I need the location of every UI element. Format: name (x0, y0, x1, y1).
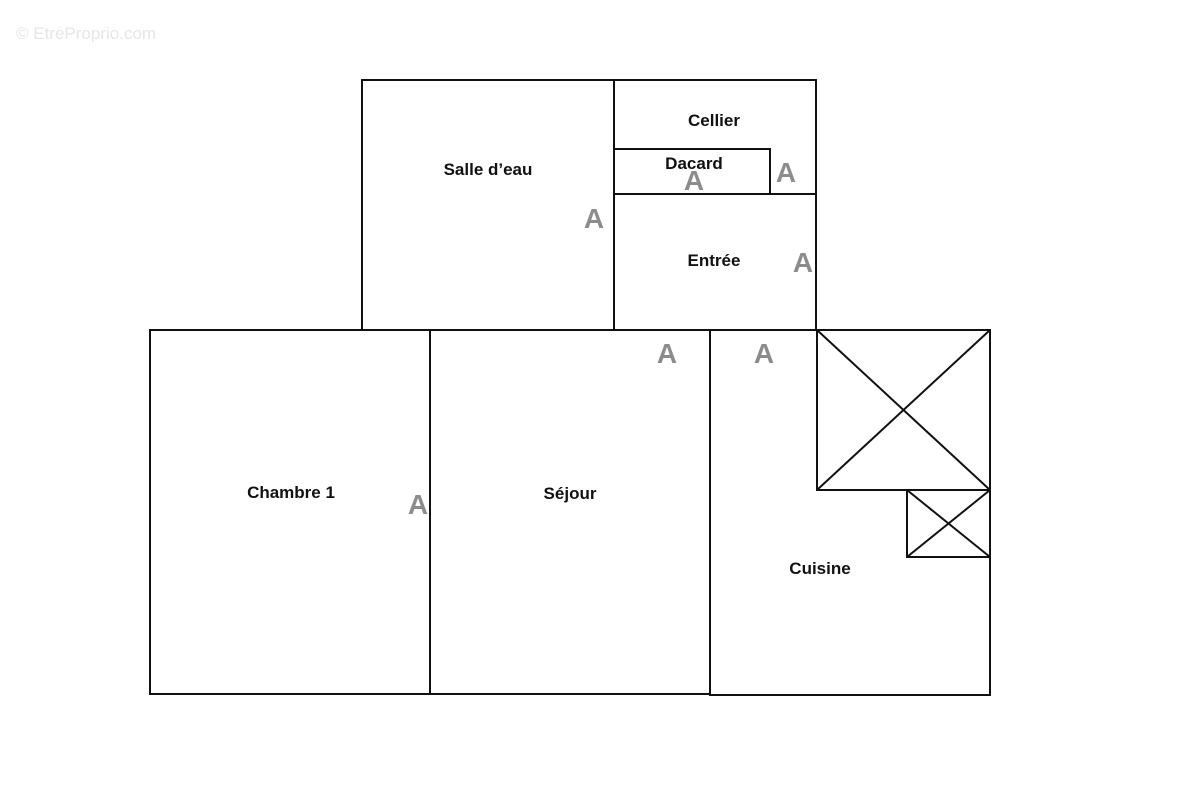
watermark: © EtreProprio.com (16, 24, 157, 43)
label-sejour: Séjour (544, 484, 597, 503)
room-cuisine (709, 329, 991, 696)
label-chambre-1: Chambre 1 (247, 483, 335, 502)
room-chambre-1 (149, 329, 431, 695)
door-marker: A (584, 203, 604, 234)
door-marker: A (657, 338, 677, 369)
door-marker: A (793, 247, 813, 278)
label-cuisine: Cuisine (789, 559, 850, 578)
room-salle-deau (361, 79, 615, 331)
void-small (906, 489, 991, 558)
door-marker: A (684, 165, 704, 196)
door-marker: A (776, 157, 796, 188)
room-sejour (429, 329, 711, 695)
label-salle-deau: Salle d’eau (444, 160, 533, 179)
door-marker: A (408, 489, 428, 520)
label-cellier: Cellier (688, 111, 740, 130)
label-entree: Entrée (688, 251, 741, 270)
void-large (816, 329, 991, 491)
door-marker: A (754, 338, 774, 369)
label-dacard: Dacard (665, 154, 723, 173)
